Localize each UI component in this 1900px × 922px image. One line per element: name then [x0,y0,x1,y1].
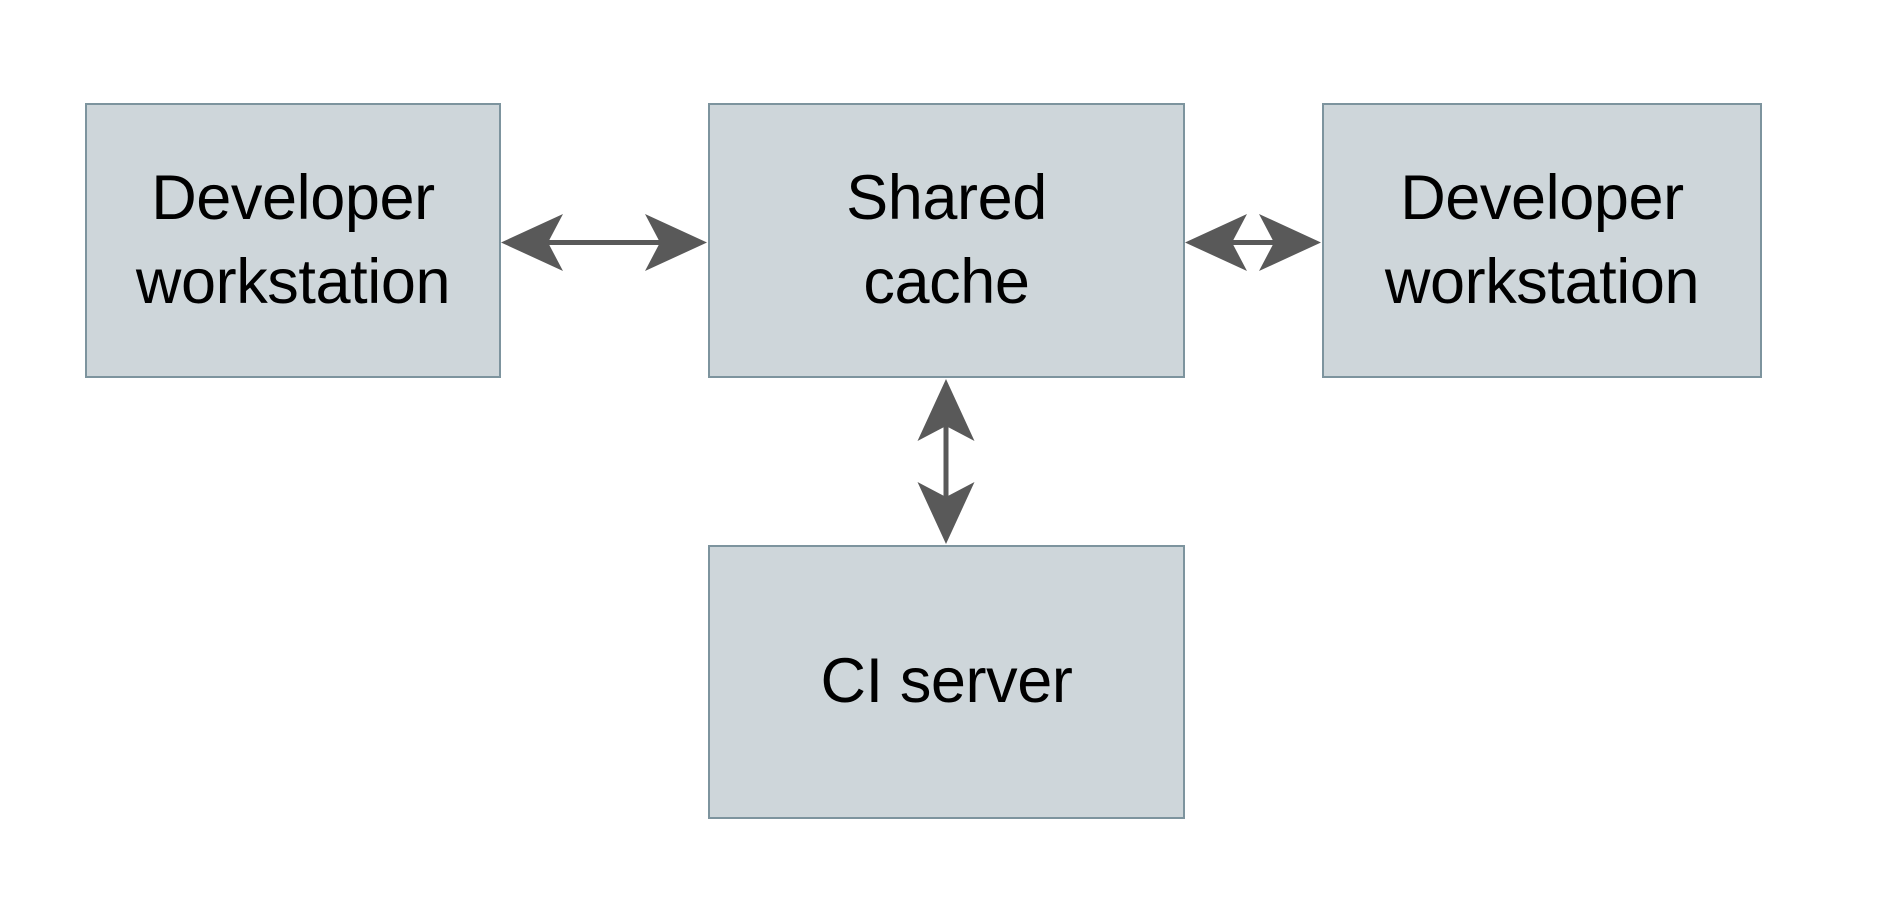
node-label: Developer workstation [135,163,451,317]
node-developer-workstation-left[interactable]: Developer workstation [85,103,501,378]
edge-dev-left-shared-arrow [501,214,707,271]
edge-shared-dev-right-arrow [1185,214,1321,271]
node-developer-workstation-right[interactable]: Developer workstation [1322,103,1762,378]
node-ci-server[interactable]: CI server [708,545,1185,819]
node-label: Developer workstation [1384,163,1700,317]
node-label: Shared cache [846,163,1047,317]
node-label: CI server [820,646,1073,717]
node-shared-cache[interactable]: Shared cache [708,103,1185,378]
edge-shared-ci-arrow [917,379,975,544]
